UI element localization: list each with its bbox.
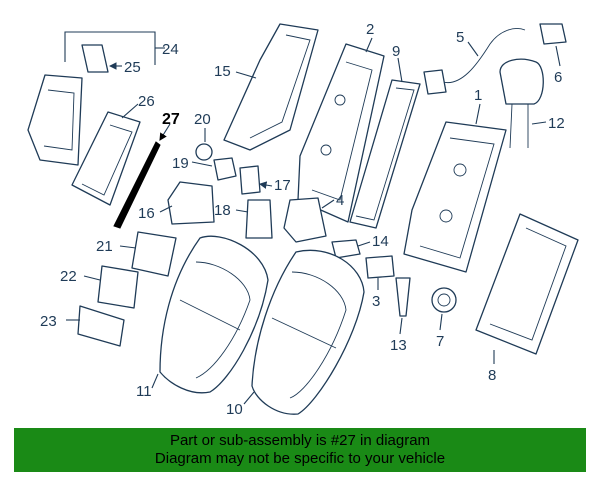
callout-6: 6 — [554, 69, 562, 86]
callout-18: 18 — [214, 202, 231, 219]
part-2-frame — [297, 43, 385, 223]
part-25-clip — [81, 44, 109, 73]
part-26-panel — [71, 111, 141, 206]
callout-15: 15 — [214, 63, 231, 80]
part-12-headrest — [499, 58, 544, 149]
callout-27: 27 — [162, 111, 180, 128]
callout-23: 23 — [40, 313, 57, 330]
part-19-bracket — [213, 157, 237, 181]
callout-4: 4 — [336, 192, 344, 209]
part-24-armrest — [27, 74, 83, 166]
callout-10: 10 — [226, 401, 243, 418]
part-13-bolt — [395, 277, 411, 317]
part-23-cover — [77, 305, 125, 347]
part-22-cover — [97, 265, 139, 309]
callout-20: 20 — [194, 111, 211, 128]
part-14-bracket — [331, 239, 361, 259]
part-6-clip — [539, 23, 567, 45]
part-5-cable — [423, 28, 526, 95]
part-27-trim-strip — [113, 141, 161, 229]
callout-11: 11 — [136, 383, 152, 400]
part-3-bracket — [365, 255, 395, 279]
part-20-knob — [195, 143, 213, 161]
callout-7: 7 — [436, 333, 444, 350]
callout-3: 3 — [372, 293, 380, 310]
part-1-frame — [403, 121, 507, 273]
callout-16: 16 — [138, 205, 155, 222]
callout-25: 25 — [124, 59, 141, 76]
callout-19: 19 — [172, 155, 189, 172]
part-8-back-panel — [475, 213, 579, 355]
callout-21: 21 — [96, 238, 113, 255]
callout-5: 5 — [456, 29, 464, 46]
part-10-cushion — [251, 249, 365, 415]
callout-13: 13 — [390, 337, 407, 354]
callout-17: 17 — [274, 177, 291, 194]
part-4-hinge — [283, 197, 327, 243]
callout-12: 12 — [548, 115, 565, 132]
callout-2: 2 — [366, 21, 374, 38]
part-15-backrest-cover — [223, 23, 319, 151]
callout-26: 26 — [138, 93, 155, 110]
part-11-cushion — [159, 235, 269, 394]
parts-diagram: 1 2 3 4 5 6 7 8 9 10 11 12 13 14 15 16 1… — [27, 21, 579, 418]
part-17-latch — [239, 165, 261, 195]
callout-14: 14 — [372, 233, 389, 250]
callout-8: 8 — [488, 367, 496, 384]
part-18-latch — [245, 199, 273, 239]
callout-24: 24 — [162, 41, 179, 58]
callout-22: 22 — [60, 268, 77, 285]
part-7-ring — [431, 287, 457, 313]
callout-9: 9 — [392, 43, 400, 60]
caption-banner: Part or sub-assembly is #27 in diagram D… — [14, 428, 586, 472]
part-16-bracket — [167, 181, 215, 225]
part-21-cover — [131, 231, 177, 277]
callout-1: 1 — [474, 87, 482, 104]
part-9-pad — [349, 79, 421, 229]
caption-line-2: Diagram may not be specific to your vehi… — [154, 450, 446, 467]
caption-line-1: Part or sub-assembly is #27 in diagram — [169, 432, 431, 449]
